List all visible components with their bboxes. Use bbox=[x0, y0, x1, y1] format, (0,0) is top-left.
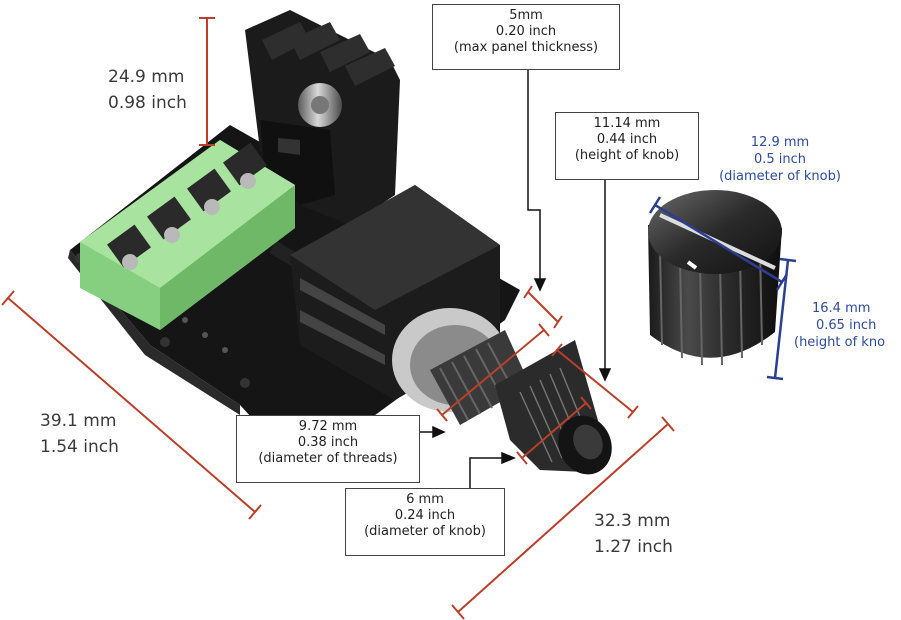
knob-diameter-note: (diameter of knob) bbox=[719, 169, 841, 184]
board-length-label: 39.1 mm 1.54 inch bbox=[40, 408, 119, 460]
shaft-diameter-inch: 0.24 inch bbox=[394, 508, 456, 523]
terminal-height-mm: 24.9 mm bbox=[108, 67, 185, 87]
terminal-height-inch: 0.98 inch bbox=[108, 93, 187, 113]
knob-diameter-label: 12.9 mm 0.5 inch (diameter of knob) bbox=[700, 134, 860, 185]
total-length-inch: 1.27 inch bbox=[594, 537, 673, 557]
panel-thickness-note: (max panel thickness) bbox=[453, 40, 599, 55]
total-length-label: 32.3 mm 1.27 inch bbox=[594, 508, 673, 560]
thread-diameter-mm: 9.72 mm bbox=[298, 419, 358, 434]
blue-dimension-lines bbox=[648, 196, 797, 381]
knob-diameter-inch: 0.5 inch bbox=[753, 152, 807, 167]
terminal-block bbox=[80, 140, 295, 330]
shaft-diameter-callout: 6 mm 0.24 inch (diameter of knob) bbox=[345, 488, 505, 556]
knob-height-shaft-note: (height of knob) bbox=[574, 148, 680, 163]
terminal-height-label: 24.9 mm 0.98 inch bbox=[108, 64, 187, 116]
panel-thickness-callout: 5mm 0.20 inch (max panel thickness) bbox=[432, 4, 620, 70]
potentiometer bbox=[290, 185, 612, 475]
knob-height-mm: 16.4 mm bbox=[812, 301, 871, 316]
shaft-diameter-note: (diameter of knob) bbox=[364, 524, 486, 539]
board-length-mm: 39.1 mm bbox=[40, 411, 117, 431]
shaft-diameter-mm: 6 mm bbox=[406, 492, 444, 507]
knob-height-shaft-mm: 11.14 mm bbox=[593, 116, 661, 131]
thread-diameter-note: (diameter of threads) bbox=[258, 451, 398, 466]
thread-diameter-callout: 9.72 mm 0.38 inch (diameter of threads) bbox=[236, 415, 420, 483]
knob-height-note: (height of kno bbox=[794, 335, 886, 350]
thread-diameter-inch: 0.38 inch bbox=[297, 435, 359, 450]
knob bbox=[648, 190, 782, 366]
board-length-inch: 1.54 inch bbox=[40, 437, 119, 457]
knob-height-shaft-inch: 0.44 inch bbox=[596, 132, 658, 147]
knob-diameter-mm: 12.9 mm bbox=[750, 135, 810, 150]
heat-sink bbox=[245, 10, 400, 225]
red-dimension-lines bbox=[1, 17, 675, 620]
leader-lines bbox=[420, 70, 612, 488]
total-length-mm: 32.3 mm bbox=[594, 511, 671, 531]
panel-thickness-inch: 0.20 inch bbox=[495, 24, 557, 39]
panel-thickness-mm: 5mm bbox=[509, 8, 543, 23]
knob-height-label: 16.4 mm 0.65 inch (height of kno bbox=[794, 300, 901, 351]
knob-height-inch: 0.65 inch bbox=[816, 318, 877, 333]
knob-height-shaft-callout: 11.14 mm 0.44 inch (height of knob) bbox=[555, 112, 699, 180]
